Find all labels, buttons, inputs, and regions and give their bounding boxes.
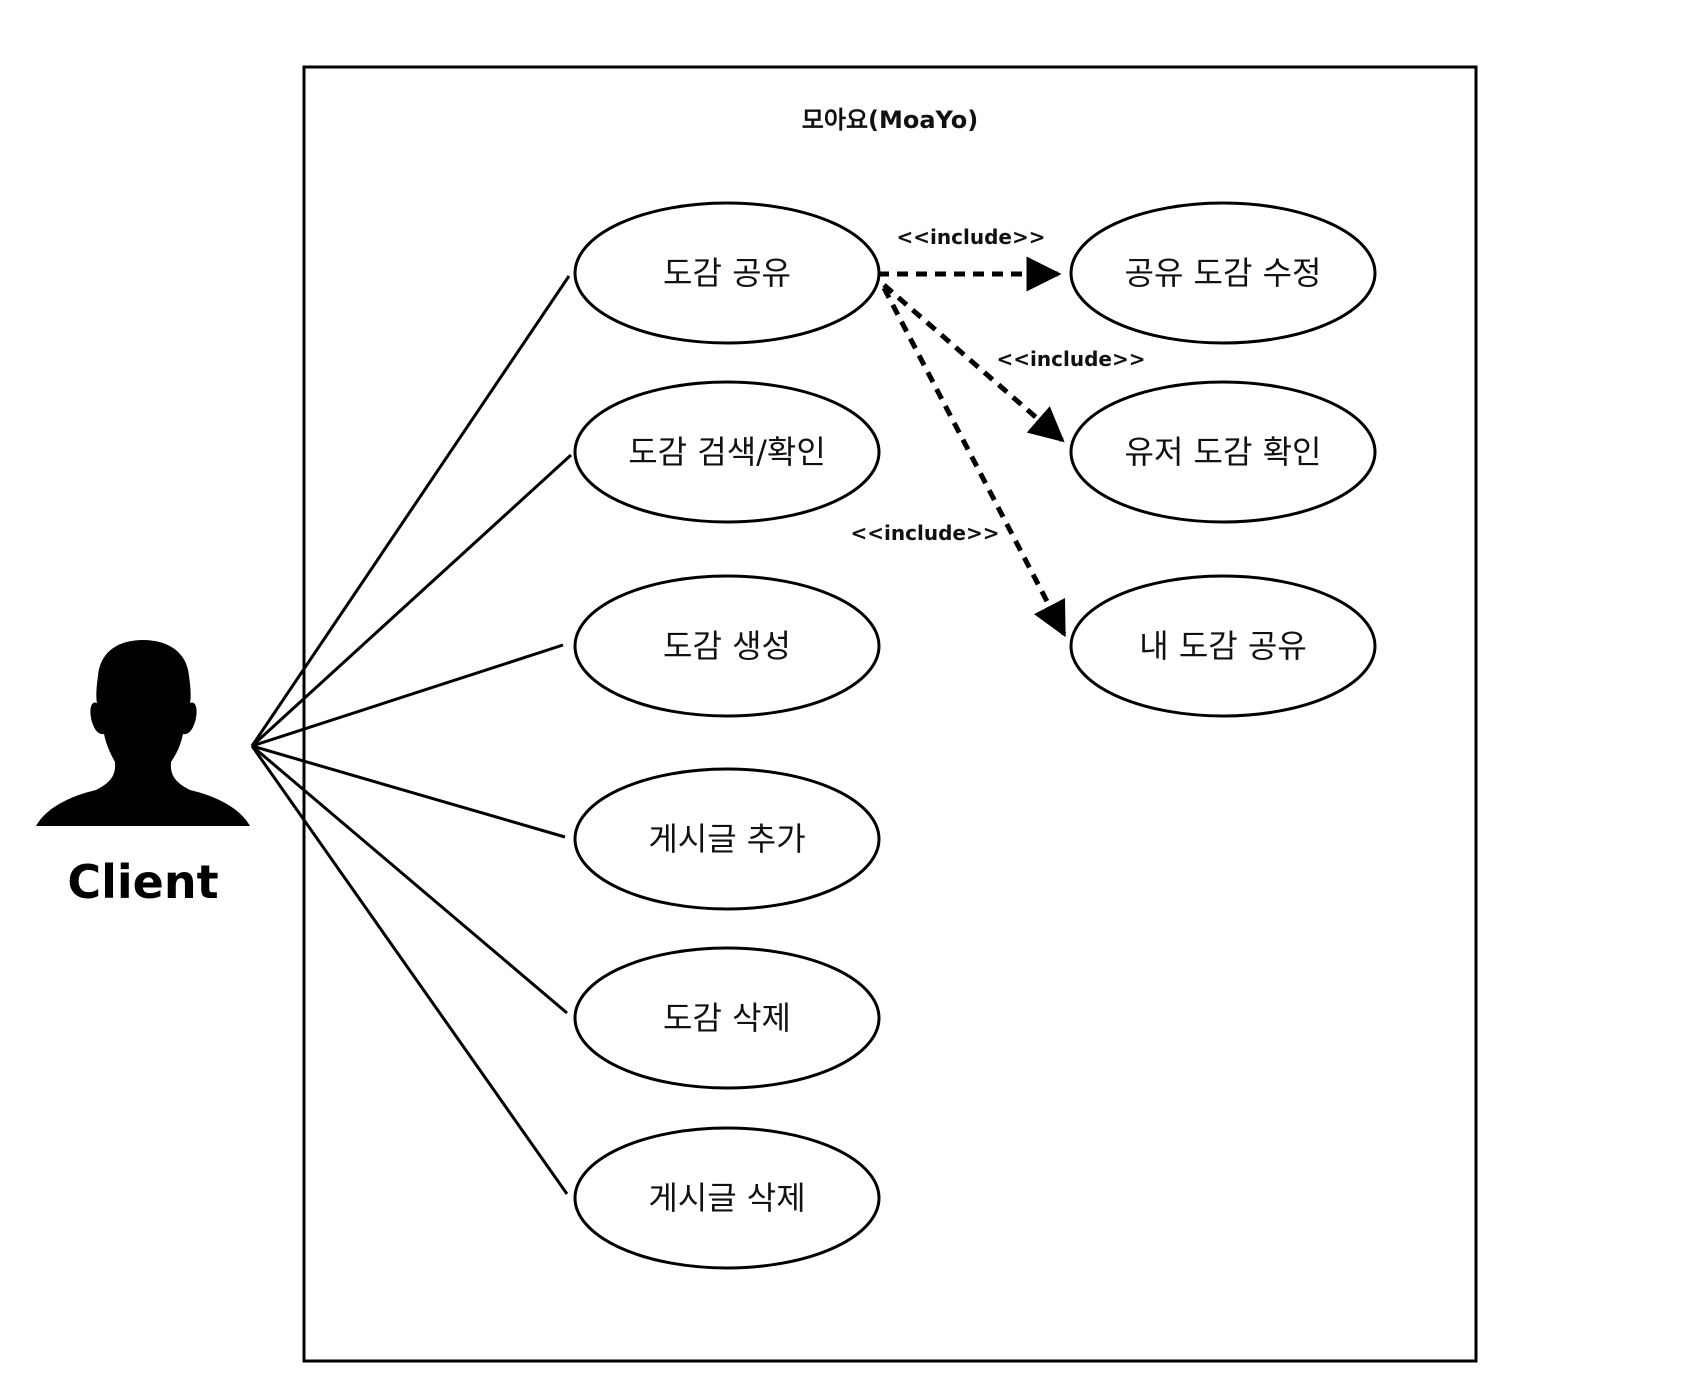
use-case-label: 내 도감 공유 <box>1139 627 1307 665</box>
use-case-share[interactable]: 도감 공유 <box>573 201 881 345</box>
use-case-ellipse <box>573 946 881 1090</box>
use-case-label: 게시글 추가 <box>648 820 805 858</box>
actor-name: Client <box>67 855 218 909</box>
use-case-delete-dex[interactable]: 도감 삭제 <box>573 946 881 1090</box>
use-case-add-post[interactable]: 게시글 추가 <box>573 767 881 911</box>
use-case-label: 유저 도감 확인 <box>1125 433 1322 471</box>
use-case-ellipse <box>1069 380 1377 524</box>
association-line <box>251 744 566 839</box>
association-line <box>250 745 569 1195</box>
use-case-create[interactable]: 도감 생성 <box>573 574 881 718</box>
use-case-search[interactable]: 도감 검색/확인 <box>573 380 881 524</box>
association-line <box>251 643 564 748</box>
use-case-label: 게시글 삭제 <box>648 1179 805 1217</box>
use-case-ellipse <box>1069 574 1377 718</box>
person-silhouette-icon <box>36 640 250 826</box>
use-case-ellipse <box>573 767 881 911</box>
include-label: <<include>> <box>897 225 1046 249</box>
include-relations <box>878 256 1067 638</box>
include-label: <<include>> <box>851 521 1000 545</box>
use-case-ellipse <box>573 1126 881 1270</box>
use-case-ellipse <box>573 380 881 524</box>
use-case-label: 도감 공유 <box>663 254 791 292</box>
use-case-edit-shared[interactable]: 공유 도감 수정 <box>1069 201 1377 345</box>
use-case-ellipse <box>573 201 881 345</box>
include-arrow <box>881 286 1067 638</box>
use-case-my-share[interactable]: 내 도감 공유 <box>1069 574 1377 718</box>
system-boundary <box>302 65 1478 1363</box>
system-title: 모아요(MoaYo) <box>802 106 978 134</box>
use-case-label: 공유 도감 수정 <box>1125 254 1322 292</box>
use-case-delete-post[interactable]: 게시글 삭제 <box>573 1126 881 1270</box>
associations <box>250 275 573 1195</box>
include-label: <<include>> <box>997 347 1146 371</box>
actor-client[interactable]: Client <box>36 640 250 909</box>
use-case-ellipse <box>1069 201 1377 345</box>
association-line <box>251 744 568 1015</box>
use-case-label: 도감 생성 <box>663 627 791 665</box>
include-arrow <box>882 283 1065 443</box>
association-line <box>250 275 571 747</box>
use-case-ellipse <box>573 574 881 718</box>
use-case-user-dex[interactable]: 유저 도감 확인 <box>1069 380 1377 524</box>
association-line <box>250 453 573 748</box>
use-case-label: 도감 검색/확인 <box>628 433 826 471</box>
use-case-label: 도감 삭제 <box>663 999 791 1037</box>
